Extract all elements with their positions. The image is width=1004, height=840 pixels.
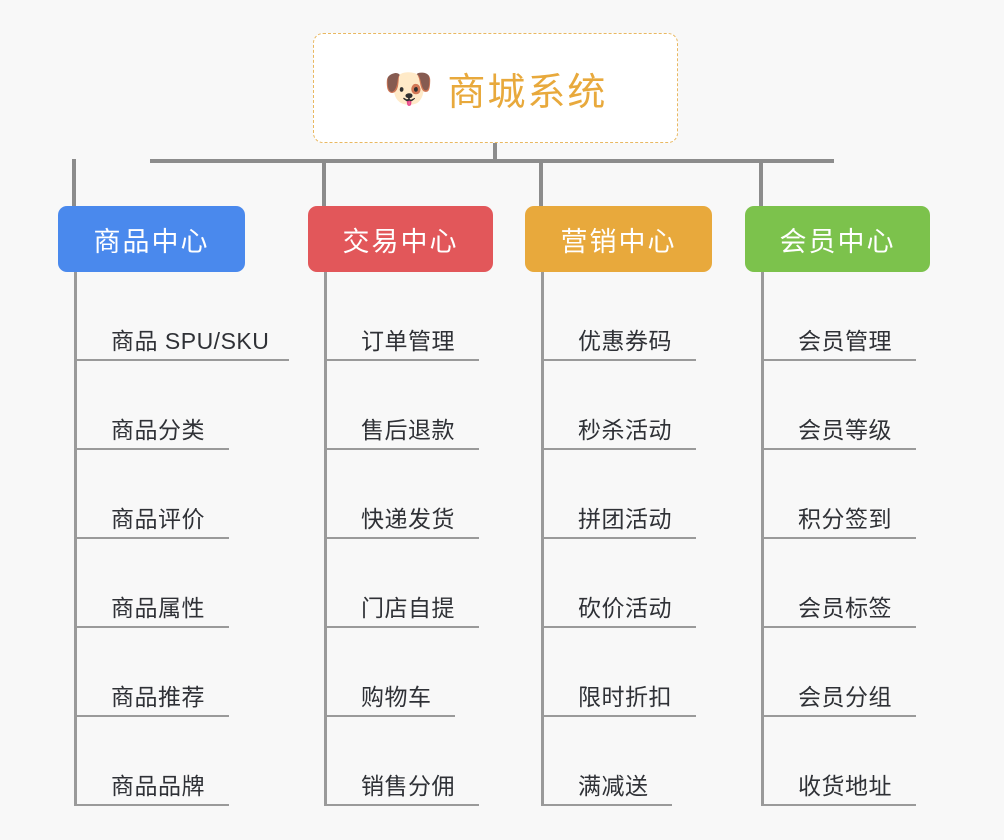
leaf-list-trade-center: 订单管理售后退款快递发货门店自提购物车销售分佣 xyxy=(324,272,493,806)
category-header-marketing-center[interactable]: 营销中心 xyxy=(525,206,712,272)
leaf-item-underline xyxy=(77,626,229,628)
leaf-list-product-center: 商品 SPU/SKU 商品分类商品评价商品属性商品推荐商品品牌 xyxy=(74,272,289,806)
leaf-item-label: 商品评价 xyxy=(111,506,205,532)
leaf-item[interactable]: 门店自提 xyxy=(327,539,493,628)
leaf-item-underline xyxy=(327,448,479,450)
leaf-item-label: 商品 SPU/SKU xyxy=(111,328,270,354)
leaf-item-underline xyxy=(764,448,916,450)
leaf-item-label: 商品属性 xyxy=(111,595,205,621)
leaf-item-underline xyxy=(764,715,916,717)
column-marketing-center: 营销中心优惠券码秒杀活动拼团活动砍价活动限时折扣满减送 xyxy=(525,206,712,806)
leaf-item[interactable]: 会员等级 xyxy=(764,361,930,450)
leaf-item-underline xyxy=(764,537,916,539)
dog-face-icon: 🐶 xyxy=(383,67,434,111)
column-product-center: 商品中心商品 SPU/SKU 商品分类商品评价商品属性商品推荐商品品牌 xyxy=(58,206,289,806)
leaf-item[interactable]: 购物车 xyxy=(327,628,493,717)
leaf-item-label: 砍价活动 xyxy=(578,595,672,621)
leaf-item[interactable]: 秒杀活动 xyxy=(544,361,712,450)
leaf-item-label: 优惠券码 xyxy=(578,328,672,354)
leaf-item-underline xyxy=(327,626,479,628)
leaf-item[interactable]: 优惠券码 xyxy=(544,272,712,361)
branch-drop-marketing-center xyxy=(539,159,543,207)
leaf-item-label: 商品推荐 xyxy=(111,684,205,710)
leaf-item-underline xyxy=(327,537,479,539)
leaf-item-label: 积分签到 xyxy=(798,506,892,532)
leaf-item-label: 商品分类 xyxy=(111,417,205,443)
leaf-item-underline xyxy=(544,804,672,806)
leaf-item-label: 销售分佣 xyxy=(361,773,455,799)
root-bus-connector xyxy=(150,159,834,163)
leaf-item[interactable]: 快递发货 xyxy=(327,450,493,539)
leaf-item[interactable]: 售后退款 xyxy=(327,361,493,450)
leaf-item-underline xyxy=(77,359,289,361)
branch-drop-member-center xyxy=(759,159,763,207)
leaf-item-label: 满减送 xyxy=(578,773,649,799)
leaf-item[interactable]: 满减送 xyxy=(544,717,712,806)
leaf-list-marketing-center: 优惠券码秒杀活动拼团活动砍价活动限时折扣满减送 xyxy=(541,272,712,806)
branch-drop-product-center xyxy=(72,159,76,207)
leaf-item[interactable]: 商品属性 xyxy=(77,539,245,628)
leaf-item[interactable]: 砍价活动 xyxy=(544,539,712,628)
root-node[interactable]: 🐶 商城系统 xyxy=(313,33,678,143)
leaf-item-label: 会员标签 xyxy=(798,595,892,621)
leaf-item-label: 拼团活动 xyxy=(578,506,672,532)
category-header-member-center[interactable]: 会员中心 xyxy=(745,206,930,272)
leaf-item-label: 商品品牌 xyxy=(111,773,205,799)
leaf-item[interactable]: 商品品牌 xyxy=(77,717,245,806)
leaf-item[interactable]: 收货地址 xyxy=(764,717,930,806)
leaf-item-label: 门店自提 xyxy=(361,595,455,621)
leaf-item-label: 限时折扣 xyxy=(578,684,672,710)
leaf-item[interactable]: 商品评价 xyxy=(77,450,245,539)
leaf-item[interactable]: 拼团活动 xyxy=(544,450,712,539)
leaf-item-underline xyxy=(327,715,455,717)
leaf-item-label: 购物车 xyxy=(361,684,432,710)
leaf-item[interactable]: 会员分组 xyxy=(764,628,930,717)
leaf-item[interactable]: 商品推荐 xyxy=(77,628,245,717)
leaf-item-label: 收货地址 xyxy=(798,773,892,799)
category-header-trade-center[interactable]: 交易中心 xyxy=(308,206,493,272)
leaf-item-underline xyxy=(544,626,696,628)
leaf-item-label: 秒杀活动 xyxy=(578,417,672,443)
root-title: 商城系统 xyxy=(447,71,608,114)
leaf-item-underline xyxy=(544,448,696,450)
leaf-item[interactable]: 销售分佣 xyxy=(327,717,493,806)
leaf-item-label: 会员分组 xyxy=(798,684,892,710)
leaf-item-underline xyxy=(544,359,696,361)
leaf-item-underline xyxy=(764,804,916,806)
leaf-item[interactable]: 商品 SPU/SKU xyxy=(77,272,289,361)
leaf-item-underline xyxy=(327,359,479,361)
leaf-item-underline xyxy=(77,804,229,806)
leaf-item-underline xyxy=(764,626,916,628)
leaf-item-underline xyxy=(77,537,229,539)
leaf-item-underline xyxy=(544,715,696,717)
leaf-item[interactable]: 会员标签 xyxy=(764,539,930,628)
leaf-item-label: 售后退款 xyxy=(361,417,455,443)
column-member-center: 会员中心会员管理会员等级积分签到会员标签会员分组收货地址 xyxy=(745,206,930,806)
leaf-item-label: 快递发货 xyxy=(361,506,455,532)
leaf-item-underline xyxy=(77,448,229,450)
leaf-item-label: 订单管理 xyxy=(361,328,455,354)
leaf-item-underline xyxy=(77,715,229,717)
leaf-item[interactable]: 限时折扣 xyxy=(544,628,712,717)
leaf-item-underline xyxy=(544,537,696,539)
leaf-item[interactable]: 积分签到 xyxy=(764,450,930,539)
branch-drop-trade-center xyxy=(322,159,326,207)
leaf-item[interactable]: 商品分类 xyxy=(77,361,245,450)
leaf-item-underline xyxy=(764,359,916,361)
leaf-item-label: 会员等级 xyxy=(798,417,892,443)
leaf-item-underline xyxy=(327,804,479,806)
leaf-item[interactable]: 会员管理 xyxy=(764,272,930,361)
column-trade-center: 交易中心订单管理售后退款快递发货门店自提购物车销售分佣 xyxy=(308,206,493,806)
leaf-item-label: 会员管理 xyxy=(798,328,892,354)
leaf-list-member-center: 会员管理会员等级积分签到会员标签会员分组收货地址 xyxy=(761,272,930,806)
leaf-item[interactable]: 订单管理 xyxy=(327,272,493,361)
category-header-product-center[interactable]: 商品中心 xyxy=(58,206,245,272)
root-stem-connector xyxy=(493,143,497,163)
